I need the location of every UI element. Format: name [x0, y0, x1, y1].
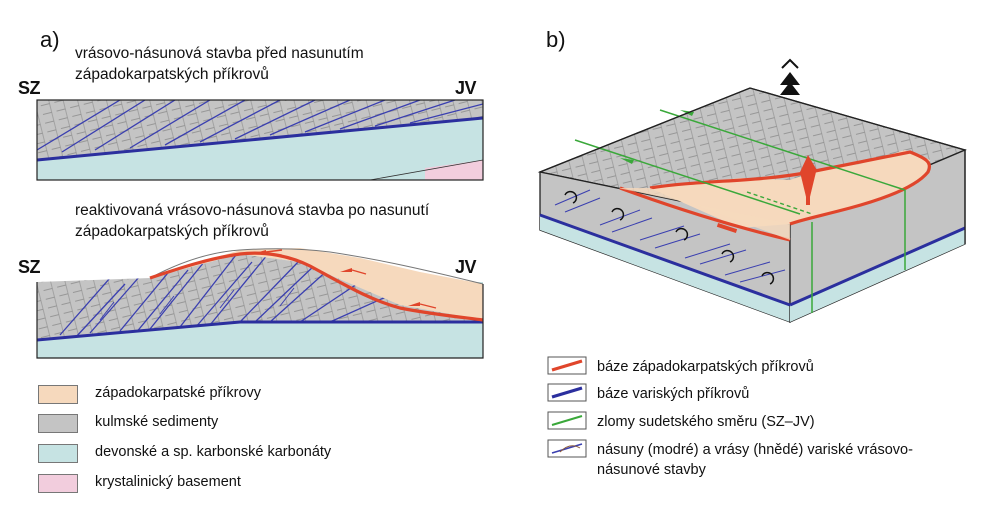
legend-b-label-wc-base: báze západokarpatských příkrovů — [597, 359, 814, 375]
bottom-section-frame — [36, 282, 484, 359]
block-hidden-fault — [746, 191, 813, 215]
legend-a-label-nappes: západokarpatské příkrovy — [95, 385, 262, 401]
legend-b-symbols — [547, 356, 587, 458]
top-culm-layer — [37, 100, 483, 160]
block-rotation-arrows — [564, 190, 775, 285]
legend-b-label-sudetic-faults: zlomy sudetského směru (SZ–JV) — [597, 414, 815, 430]
block-red-slip-arrow — [716, 223, 738, 233]
top-section-caption-line2: západokarpatských příkrovů — [75, 66, 269, 83]
legend-a-swatch-carbonates — [38, 444, 78, 463]
north-arrow-icon — [780, 58, 800, 95]
bottom-thrust-lines — [59, 254, 389, 339]
bottom-wc-base-line — [149, 251, 484, 322]
legend-a-swatch-culm — [38, 414, 78, 433]
top-section-east-label: JV — [455, 78, 477, 98]
bottom-red-shear-marks — [265, 249, 437, 309]
block-wc-base-front — [619, 186, 791, 242]
block-variscan-base — [539, 213, 966, 307]
block-right-carbonate — [790, 228, 965, 322]
legend-b-label-variscan-base: báze variských příkrovů — [597, 386, 750, 402]
top-section-west-label: SZ — [18, 78, 41, 98]
block-diagram — [537, 87, 967, 324]
bottom-variscan-base-line — [36, 320, 483, 342]
top-basement-layer — [425, 160, 483, 180]
bottom-section-caption-line1: reaktivovaná vrásovo-násunová stavba po … — [75, 202, 430, 219]
legend-b-label-thrusts-line2: násunové stavby — [597, 462, 706, 478]
block-front-thrusts — [554, 189, 786, 283]
block-wc-base-top — [649, 150, 932, 226]
panel-a-label: a) — [40, 27, 60, 52]
legend-a-swatch-basement — [38, 474, 78, 493]
bottom-section-east-label: JV — [455, 257, 477, 277]
legend-a-swatch-nappes — [38, 385, 78, 404]
bottom-red-arrows — [252, 250, 420, 306]
legend-a-label-basement: krystalinický basement — [95, 474, 241, 490]
legend-b-label-thrusts-line1: násuny (modré) a vrásy (hnědé) variské v… — [597, 442, 913, 458]
bottom-shear-arrows — [99, 287, 295, 321]
bottom-section-west-label: SZ — [18, 257, 41, 277]
top-thrust-lines — [37, 100, 483, 153]
legend-a-label-carbonates: devonské a sp. karbonské karbonáty — [95, 444, 332, 460]
panel-b-label: b) — [546, 27, 566, 52]
top-cross-section — [36, 99, 484, 181]
top-variscan-base-line — [36, 116, 484, 162]
bottom-section-caption-line2: západokarpatských příkrovů — [75, 223, 269, 240]
bottom-cross-section — [36, 248, 484, 359]
block-sudetic-faults — [574, 109, 906, 313]
block-red-transport-arrow — [800, 155, 818, 205]
bottom-nappe-layer — [150, 248, 483, 320]
top-section-frame — [36, 99, 484, 181]
block-front-carbonate — [540, 215, 790, 322]
block-nappe-outline — [650, 150, 930, 228]
top-section-caption-line1: vrásovo-násunová stavba před nasunutím — [75, 45, 364, 62]
legend-a-label-culm: kulmské sedimenty — [95, 414, 219, 430]
